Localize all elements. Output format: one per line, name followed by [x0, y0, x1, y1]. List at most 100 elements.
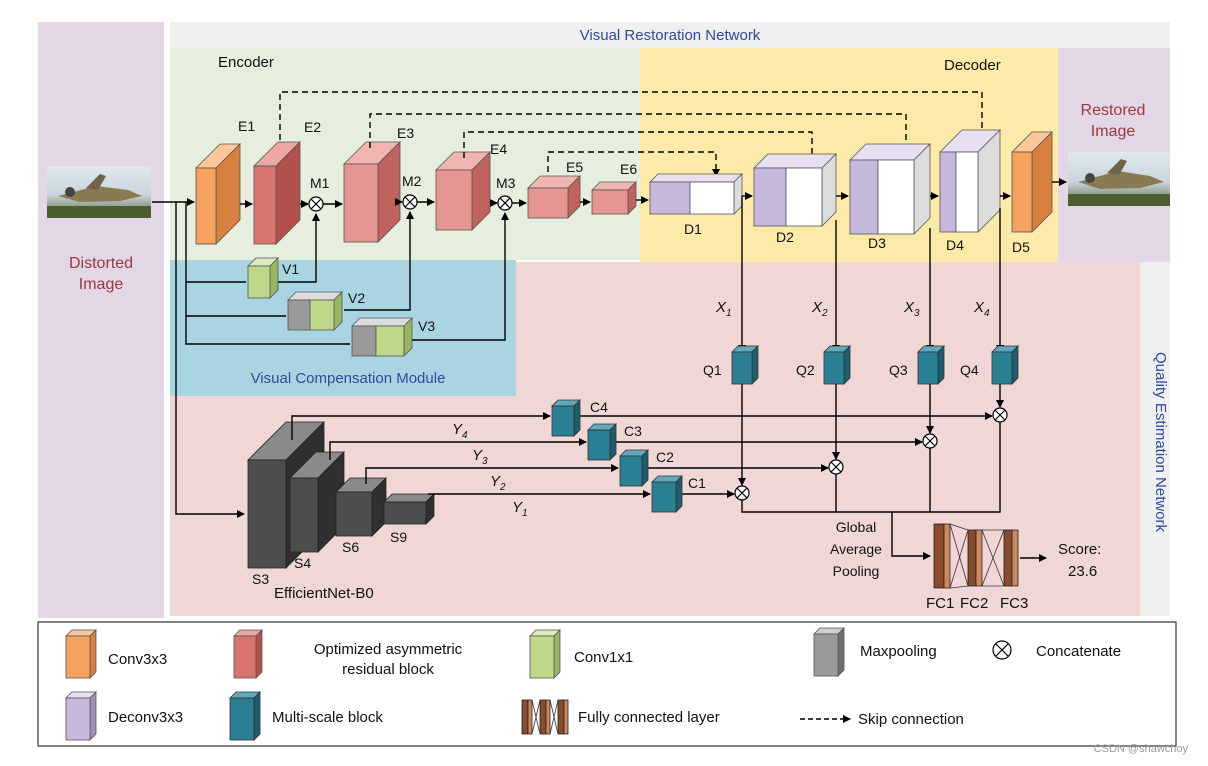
efficientnet-stage-s9 [383, 493, 435, 525]
label-c4: C4 [590, 399, 608, 415]
label-x1: X1 [715, 299, 732, 319]
backbone-label: EfficientNet-B0 [274, 585, 374, 602]
legend-multiscale-icon [229, 691, 261, 741]
multiscale-block-q4 [991, 345, 1019, 385]
deconv-block-d4 [939, 129, 1001, 233]
label-e2: E2 [304, 119, 321, 135]
legend-deconv3x3-label: Deconv3x3 [108, 709, 183, 726]
legend-oarb-label-2: residual block [342, 661, 434, 678]
label-y2: Y2 [490, 473, 506, 493]
label-s4: S4 [294, 555, 311, 571]
gap-label-2: Average [830, 541, 882, 557]
multiscale-block-c1 [651, 475, 683, 513]
oarb-block-e6 [591, 181, 637, 215]
conv3x3-block-d5 [1011, 131, 1053, 233]
legend-oarb-label-1: Optimized asymmetric [314, 641, 463, 658]
label-x2: X2 [811, 299, 828, 319]
label-e5: E5 [566, 159, 583, 175]
skip-connections [279, 91, 986, 177]
distorted-image-panel [38, 22, 164, 618]
label-e6: E6 [620, 161, 637, 177]
multiscale-block-c2 [619, 449, 649, 487]
encoder-title: Encoder [218, 54, 274, 71]
quality-estimation-title: Quality Estimation Network [1152, 352, 1169, 533]
label-q4: Q4 [960, 362, 979, 378]
gap-label-3: Pooling [833, 563, 880, 579]
deconv-block-d1 [649, 173, 743, 215]
conv1x1-block-v1 [247, 257, 279, 299]
conv3x3-block-e1 [195, 143, 241, 245]
label-y1: Y1 [512, 499, 528, 519]
legend-concatenate-label: Concatenate [1036, 643, 1121, 660]
oarb-block-e2 [253, 141, 301, 245]
legend-fc-icon [521, 699, 569, 735]
label-c1: C1 [688, 475, 706, 491]
label-q3: Q3 [889, 362, 908, 378]
concat-node-q2c2 [828, 459, 844, 475]
concat-node-q1c1 [734, 485, 750, 501]
visual-restoration-title: Visual Restoration Network [580, 27, 761, 44]
concat-node-q3c3 [922, 433, 938, 449]
legend-concatenate-icon [992, 640, 1012, 660]
label-x3: X3 [903, 299, 920, 319]
label-d2: D2 [776, 229, 794, 245]
restored-image-title-2: Image [1091, 123, 1136, 140]
multiscale-block-q3 [917, 345, 945, 385]
encoder-flow-arrows [152, 196, 649, 208]
label-d3: D3 [868, 235, 886, 251]
efficientnet-stage-s6 [335, 477, 387, 537]
restored-image-thumbnail [1068, 152, 1170, 206]
label-v2: V2 [348, 290, 365, 306]
concat-node-m1 [308, 196, 324, 212]
visual-restoration-panel [170, 22, 1170, 52]
gap-label-1: Global [836, 519, 876, 535]
concat-node-m2 [402, 194, 418, 210]
quality-estimation-side-strip [1140, 262, 1170, 616]
label-d5: D5 [1012, 239, 1030, 255]
distorted-image-thumbnail [47, 166, 151, 218]
vcm-block-v3 [351, 317, 413, 357]
label-m1: M1 [310, 175, 330, 191]
x-feature-arrows [738, 196, 1004, 486]
deconv-block-d3 [849, 143, 931, 235]
legend-conv1x1-label: Conv1x1 [574, 649, 633, 666]
decoder-title: Decoder [944, 57, 1001, 74]
legend-oarb-icon [233, 629, 263, 679]
legend-multiscale-label: Multi-scale block [272, 709, 383, 726]
oarb-block-e4 [435, 151, 491, 231]
legend-conv1x1-icon [529, 629, 561, 679]
vcm-connectors [175, 202, 509, 518]
label-e3: E3 [397, 125, 414, 141]
label-s6: S6 [342, 539, 359, 555]
legend-box [37, 621, 1177, 747]
concat-node-q4c4 [992, 407, 1008, 423]
label-s9: S9 [390, 529, 407, 545]
vcm-block-v2 [287, 291, 343, 331]
oarb-block-e5 [527, 175, 581, 219]
oarb-block-e3 [343, 141, 401, 243]
label-y4: Y4 [452, 421, 468, 441]
score-value: 23.6 [1068, 563, 1097, 580]
label-c3: C3 [624, 423, 642, 439]
legend-skip-label: Skip connection [858, 711, 964, 728]
label-d4: D4 [946, 237, 964, 253]
multiscale-block-c3 [587, 423, 617, 461]
concat-node-m3 [497, 195, 513, 211]
distorted-image-title-2: Image [79, 276, 124, 293]
multiscale-block-c4 [551, 399, 581, 437]
decoder-flow-arrows [742, 178, 1067, 200]
label-d1: D1 [684, 221, 702, 237]
label-fc3: FC3 [1000, 595, 1028, 612]
pooling-bus [741, 422, 1001, 560]
fully-connected-layers [933, 523, 1019, 589]
multiscale-block-q2 [823, 345, 851, 385]
label-e4: E4 [490, 141, 507, 157]
encoder-panel [170, 48, 640, 260]
multiscale-block-q1 [731, 345, 759, 385]
label-m3: M3 [496, 175, 516, 191]
legend-fc-label: Fully connected layer [578, 709, 720, 726]
label-e1: E1 [238, 118, 255, 134]
label-q1: Q1 [703, 362, 722, 378]
label-v3: V3 [418, 318, 435, 334]
